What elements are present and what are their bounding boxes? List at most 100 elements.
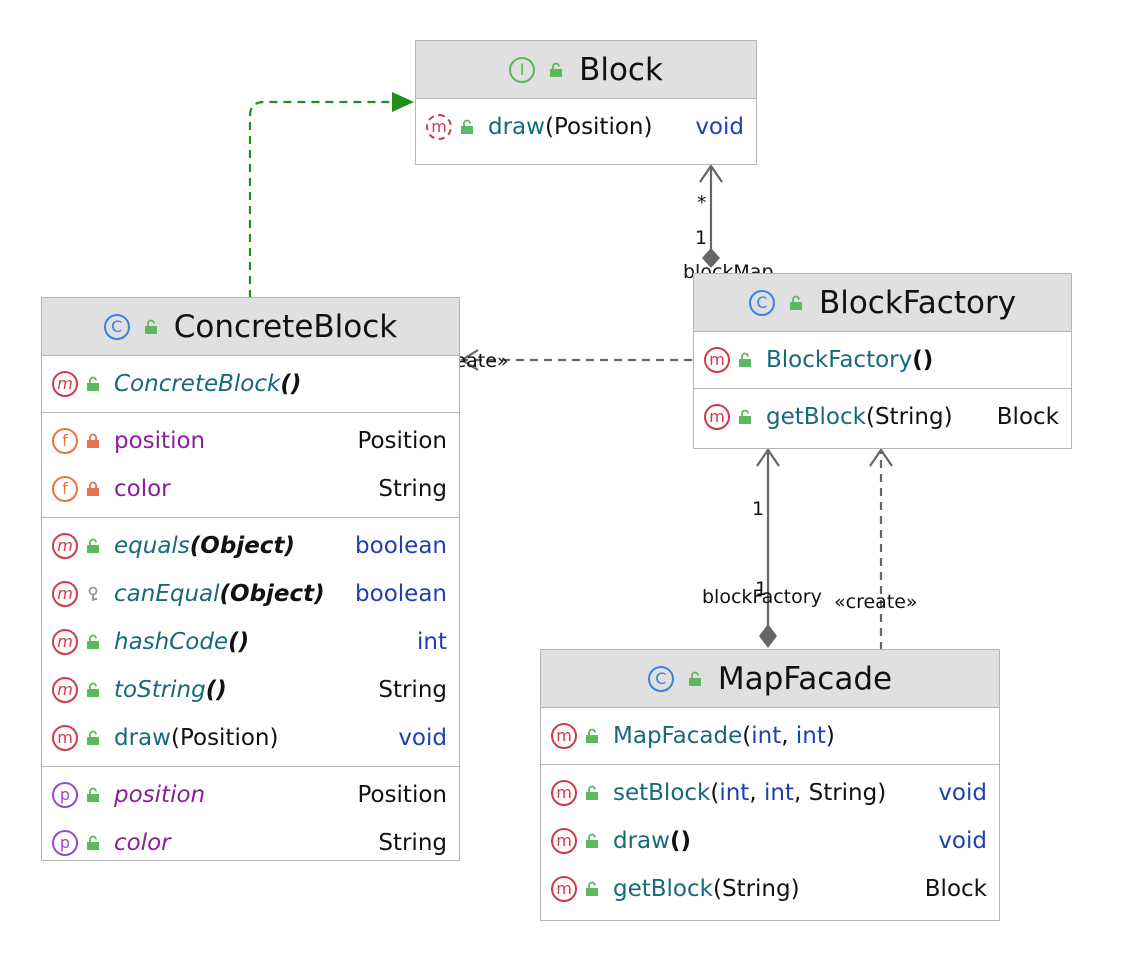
param-separator: , (749, 780, 764, 806)
method-name: equals (114, 533, 190, 559)
property-row[interactable]: p color String (42, 819, 459, 867)
public-visibility-icon (738, 352, 752, 368)
method-row[interactable]: m hashCode() int (42, 618, 459, 666)
property-icon: p (52, 782, 78, 808)
properties-section: p position Position p color String (42, 767, 459, 871)
method-params: (Object) (219, 581, 325, 607)
method-row[interactable]: m getBlock(String) Block (541, 865, 999, 913)
param-separator: , (781, 723, 796, 749)
class-blockfactory[interactable]: C BlockFactory m BlockFactory() m getBlo… (693, 273, 1072, 449)
constructor-name: MapFacade (613, 723, 743, 749)
method-icon: m (52, 533, 78, 559)
class-block[interactable]: I Block m draw(Position) void (415, 40, 757, 165)
param-close: ) (825, 723, 835, 749)
property-icon: p (52, 830, 78, 856)
method-row[interactable]: m draw(Position) void (416, 103, 756, 151)
param-open: ( (742, 723, 752, 749)
constructor-row[interactable]: m ConcreteBlock() (42, 360, 459, 408)
public-visibility-icon (688, 671, 702, 687)
class-concreteblock-header: C ConcreteBlock (42, 298, 459, 356)
constructors-section: m ConcreteBlock() (42, 356, 459, 413)
method-name: getBlock (613, 876, 713, 902)
method-name: setBlock (613, 780, 711, 806)
method-icon: m (551, 876, 577, 902)
param-type: int (795, 723, 826, 749)
constructor-params: () (280, 371, 302, 397)
constructor-name: BlockFactory (766, 347, 913, 373)
class-mapfacade-header: C MapFacade (541, 650, 999, 708)
realization-arrowhead (392, 92, 414, 112)
method-name: getBlock (766, 404, 866, 430)
create-dependency-right-arrowhead (869, 448, 893, 467)
method-params: (Position) (170, 725, 279, 751)
class-mapfacade[interactable]: C MapFacade m MapFacade( int, int) m setB… (540, 649, 1000, 921)
blockfactory-diamond (759, 624, 777, 648)
field-row[interactable]: f color String (42, 465, 459, 513)
method-name: draw (114, 725, 171, 751)
methods-section: m draw(Position) void (416, 99, 756, 155)
field-type: String (378, 476, 447, 502)
method-name: toString (114, 677, 206, 703)
class-icon: C (103, 313, 130, 340)
param-type: String) (808, 780, 887, 806)
method-row[interactable]: m toString() String (42, 666, 459, 714)
method-icon: m (52, 677, 78, 703)
multiplicity-one-factory-bottom: 1 (755, 578, 768, 600)
property-name: position (114, 782, 206, 808)
method-return-type: void (938, 828, 987, 854)
method-row[interactable]: m getBlock(String) Block (694, 393, 1071, 441)
method-name: draw (613, 828, 670, 854)
method-icon: m (52, 725, 78, 751)
method-name: hashCode (114, 629, 229, 655)
methods-section: m setBlock(int, int, String) void m draw… (541, 765, 999, 917)
method-name: canEqual (114, 581, 220, 607)
field-row[interactable]: f position Position (42, 417, 459, 465)
field-icon: f (52, 476, 78, 502)
property-row[interactable]: p position Position (42, 771, 459, 819)
param-type: int (763, 780, 794, 806)
method-icon: m (704, 404, 730, 430)
class-icon: C (748, 289, 775, 316)
class-block-header: I Block (416, 41, 756, 99)
method-row[interactable]: m draw() void (541, 817, 999, 865)
method-icon: m (52, 629, 78, 655)
method-row[interactable]: m setBlock(int, int, String) void (541, 769, 999, 817)
method-return-type: void (938, 780, 987, 806)
public-visibility-icon (738, 409, 752, 425)
constructor-row[interactable]: m MapFacade(int, int) (541, 712, 999, 760)
method-params: (String) (865, 404, 953, 430)
constructors-section: m MapFacade(int, int) (541, 708, 999, 765)
blockfactory-arrowhead (756, 448, 780, 467)
methods-section: m equals(Object) boolean m canEqual(Obje… (42, 518, 459, 767)
constructors-section: m BlockFactory() (694, 332, 1071, 389)
public-visibility-icon (789, 295, 803, 311)
param-type: int (719, 780, 750, 806)
multiplicity-one-factory-top: 1 (752, 498, 765, 520)
public-visibility-icon (585, 833, 599, 849)
method-return-type: void (695, 114, 744, 140)
param-separator: , (793, 780, 809, 806)
create-dependency-left-arrowhead (459, 349, 479, 371)
method-params: () (669, 828, 691, 854)
method-return-type: Block (924, 876, 987, 902)
public-visibility-icon (86, 730, 100, 746)
method-row[interactable]: m equals(Object) boolean (42, 522, 459, 570)
public-visibility-icon (86, 634, 100, 650)
method-params: () (228, 629, 250, 655)
public-visibility-icon (585, 728, 599, 744)
methods-section: m getBlock(String) Block (694, 389, 1071, 445)
class-concreteblock[interactable]: C ConcreteBlock m ConcreteBlock() f posi… (41, 297, 460, 861)
role-blockfactory: blockFactory (702, 586, 822, 608)
constructor-row[interactable]: m BlockFactory() (694, 336, 1071, 384)
private-visibility-icon (86, 433, 100, 449)
public-visibility-icon (86, 682, 100, 698)
field-icon: f (52, 428, 78, 454)
constructor-params: () (912, 347, 934, 373)
method-return-type: boolean (355, 533, 447, 559)
public-visibility-icon (86, 787, 100, 803)
stereotype-create-right: «create» (834, 591, 918, 613)
method-row[interactable]: m canEqual(Object) boolean (42, 570, 459, 618)
public-visibility-icon (585, 785, 599, 801)
method-row[interactable]: m draw(Position) void (42, 714, 459, 762)
